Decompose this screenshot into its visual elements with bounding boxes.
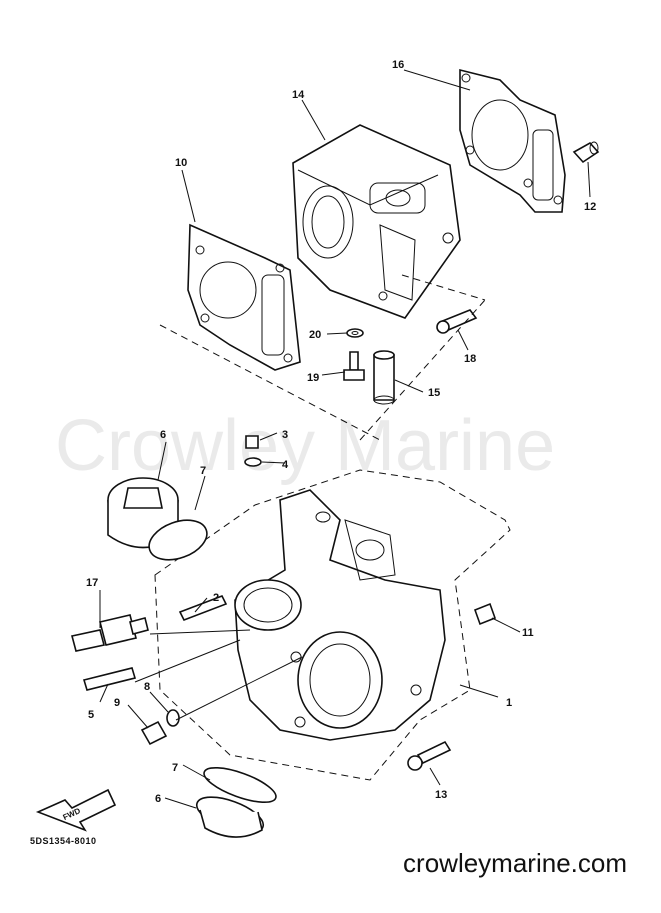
gasket-16 xyxy=(459,68,566,213)
site-url: crowleymarine.com xyxy=(403,848,627,878)
bolt-13 xyxy=(407,740,452,771)
part-code: 5DS1354-8010 xyxy=(30,836,97,846)
callout-2: 2 xyxy=(213,592,219,604)
callout-14: 14 xyxy=(292,89,305,101)
callout-6: 6 xyxy=(160,429,166,441)
dowel-pin-12 xyxy=(572,141,600,164)
callout-4: 4 xyxy=(282,459,289,471)
cap-6-lower xyxy=(195,796,265,838)
cylinder-block-14 xyxy=(292,124,461,319)
callout-13: 13 xyxy=(435,789,447,801)
spark-plug-17 xyxy=(71,614,149,652)
callout-1: 1 xyxy=(506,697,512,709)
callout-20: 20 xyxy=(309,329,321,341)
callout-9: 9 xyxy=(114,697,120,709)
callout-5: 5 xyxy=(88,709,94,721)
stud-5 xyxy=(82,667,137,691)
cylinder-head-1 xyxy=(234,489,446,741)
callout-18: 18 xyxy=(464,353,476,365)
callout-6-lower: 6 xyxy=(155,793,161,805)
fwd-arrow-icon xyxy=(35,788,117,832)
callout-12: 12 xyxy=(584,201,596,213)
callout-17: 17 xyxy=(86,577,98,589)
callout-15: 15 xyxy=(428,387,440,399)
sleeve-15 xyxy=(373,350,395,405)
callout-16: 16 xyxy=(392,59,404,71)
washer-8 xyxy=(166,709,180,727)
callout-19: 19 xyxy=(307,372,319,384)
o-ring-7 xyxy=(148,519,208,561)
stud-2 xyxy=(178,594,228,622)
bolt-19 xyxy=(343,351,365,381)
callout-3: 3 xyxy=(282,429,288,441)
bolt-3 xyxy=(245,435,259,449)
head-gasket-10 xyxy=(187,223,301,371)
o-ring-7-lower xyxy=(203,766,277,804)
callout-8: 8 xyxy=(144,681,150,693)
callout-7: 7 xyxy=(200,465,206,477)
callout-11: 11 xyxy=(522,627,534,639)
washer-4 xyxy=(244,457,262,467)
bolt-18 xyxy=(436,309,478,334)
sleeve-11 xyxy=(473,602,497,626)
washer-20 xyxy=(346,328,364,338)
callout-10: 10 xyxy=(175,157,187,169)
callout-7-lower: 7 xyxy=(172,762,178,774)
